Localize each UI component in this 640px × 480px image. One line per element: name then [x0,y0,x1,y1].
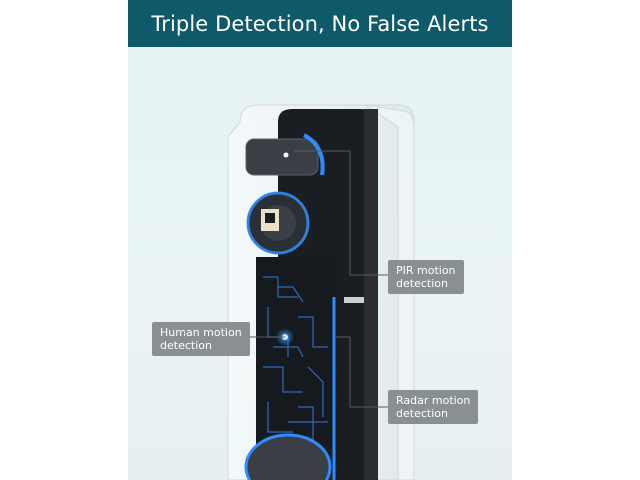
product-panel: Triple Detection, No False Alerts [128,0,512,480]
callout-human-motion: Human motion detection [152,322,250,356]
callout-line: detection [396,277,448,290]
doorbell-button [244,433,332,480]
page-title: Triple Detection, No False Alerts [151,11,489,36]
callout-pir-motion: PIR motion detection [388,260,464,294]
callout-line: detection [396,407,448,420]
callout-line: Radar motion [396,394,471,407]
radar-module [344,297,364,303]
camera-glow [246,191,310,255]
callout-line: detection [160,339,212,352]
callout-line: PIR motion [396,264,456,277]
shell-side [365,104,415,480]
doorbell-cutaway-illustration [227,104,415,480]
header-banner: Triple Detection, No False Alerts [128,0,512,47]
pir-sensor [245,138,319,176]
device-edge [364,109,378,480]
callout-line: Human motion [160,326,242,339]
callout-radar-motion: Radar motion detection [388,390,479,424]
circuit-traces [263,276,328,442]
pir-dot [283,152,289,158]
